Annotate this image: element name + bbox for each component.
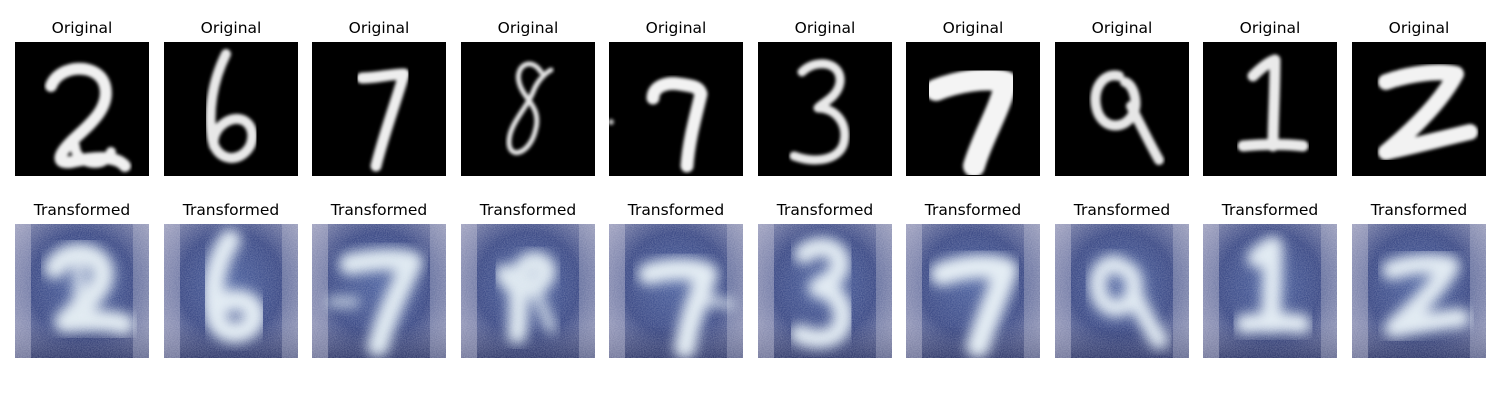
panel-title: Transformed xyxy=(479,201,577,219)
original-digit-image xyxy=(164,42,298,176)
transformed-digit-image xyxy=(906,224,1040,358)
original-digit-image xyxy=(1352,42,1486,176)
original-panel: Original xyxy=(164,18,298,178)
original-panel: Original xyxy=(1352,18,1486,178)
panel-title: Original xyxy=(200,19,262,37)
panel-title: Original xyxy=(497,19,559,37)
transformed-panel: Transformed xyxy=(312,200,446,360)
panel-title: Transformed xyxy=(330,201,428,219)
panel-title: Transformed xyxy=(33,201,131,219)
original-panel: Original xyxy=(15,18,149,178)
original-panel: Original xyxy=(1055,18,1189,178)
original-panel: Original xyxy=(461,18,595,178)
transformed-digit-image xyxy=(461,224,595,358)
transformed-panel: Transformed xyxy=(906,200,1040,360)
panel-title: Transformed xyxy=(1073,201,1171,219)
original-digit-image xyxy=(758,42,892,176)
panel-title: Original xyxy=(794,19,856,37)
panel-title: Transformed xyxy=(627,201,725,219)
original-row: Original Original Original Original Orig… xyxy=(0,18,1500,178)
panel-title: Original xyxy=(1091,19,1153,37)
transformed-row: Transformed Transformed Transformed Tran… xyxy=(0,200,1500,360)
original-panel: Original xyxy=(609,18,743,178)
original-digit-image xyxy=(906,42,1040,176)
panel-title: Transformed xyxy=(1221,201,1319,219)
panel-title: Original xyxy=(348,19,410,37)
transformed-digit-image xyxy=(758,224,892,358)
panel-title: Original xyxy=(942,19,1004,37)
panel-title: Original xyxy=(645,19,707,37)
original-digit-image xyxy=(15,42,149,176)
original-digit-image xyxy=(1055,42,1189,176)
transformed-digit-image xyxy=(312,224,446,358)
panel-title: Transformed xyxy=(776,201,874,219)
transformed-digit-image xyxy=(1055,224,1189,358)
transformed-panel: Transformed xyxy=(461,200,595,360)
transformed-panel: Transformed xyxy=(1203,200,1337,360)
original-digit-image xyxy=(312,42,446,176)
original-panel: Original xyxy=(758,18,892,178)
transformed-digit-image xyxy=(1352,224,1486,358)
original-digit-image xyxy=(461,42,595,176)
transformed-digit-image xyxy=(609,224,743,358)
transformed-panel: Transformed xyxy=(1055,200,1189,360)
original-digit-image xyxy=(1203,42,1337,176)
transformed-panel: Transformed xyxy=(758,200,892,360)
panel-title: Transformed xyxy=(182,201,280,219)
original-panel: Original xyxy=(906,18,1040,178)
transformed-panel: Transformed xyxy=(1352,200,1486,360)
transformed-panel: Transformed xyxy=(609,200,743,360)
panel-title: Transformed xyxy=(924,201,1022,219)
transformed-digit-image xyxy=(15,224,149,358)
transformed-panel: Transformed xyxy=(164,200,298,360)
original-panel: Original xyxy=(312,18,446,178)
original-panel: Original xyxy=(1203,18,1337,178)
panel-title: Transformed xyxy=(1370,201,1468,219)
original-digit-image xyxy=(609,42,743,176)
transformed-digit-image xyxy=(164,224,298,358)
transformed-digit-image xyxy=(1203,224,1337,358)
panel-title: Original xyxy=(1239,19,1301,37)
transformed-panel: Transformed xyxy=(15,200,149,360)
panel-title: Original xyxy=(51,19,113,37)
panel-title: Original xyxy=(1388,19,1450,37)
